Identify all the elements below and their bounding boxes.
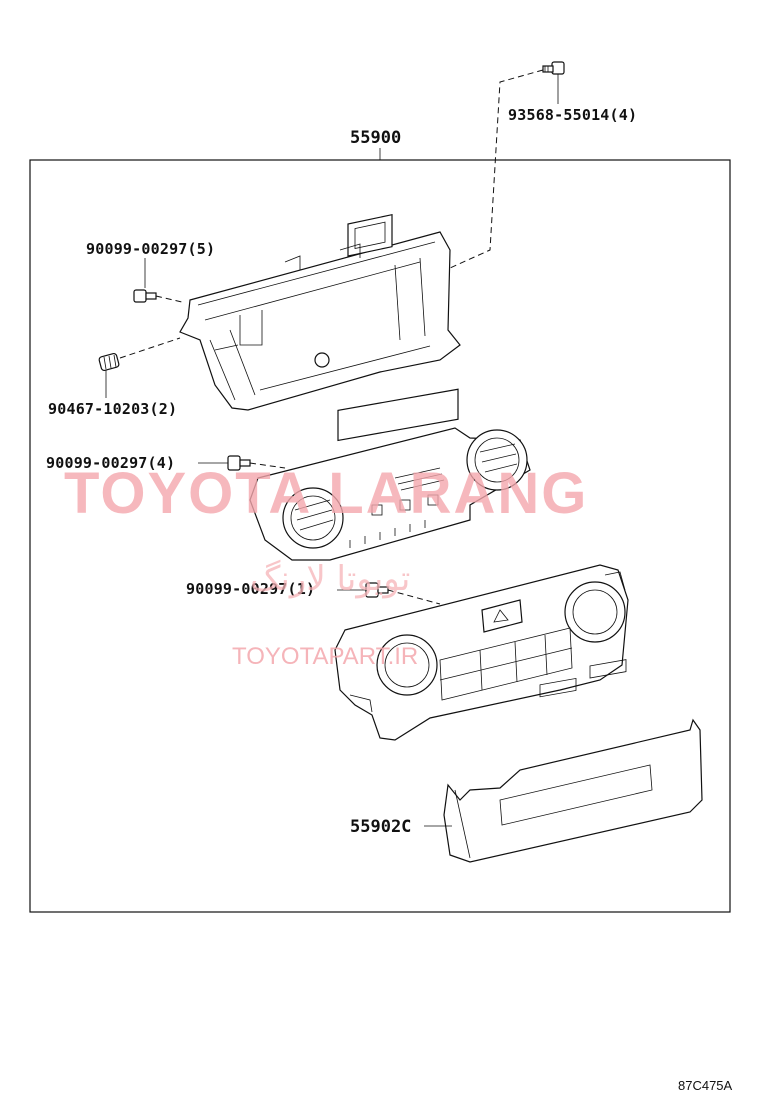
top-bolt-label: 93568-55014(4): [508, 106, 637, 124]
panel-screw-b-label: 90099-00297(1): [186, 580, 315, 598]
control-board: [249, 388, 531, 561]
trim-bezel: [443, 659, 703, 863]
frame-screw-icon: [133, 289, 157, 303]
assembly-number-label: 55900: [350, 128, 401, 148]
top-bolt-icon: [542, 61, 565, 75]
watermark-site: TOYOTAPART.IR: [232, 643, 418, 670]
clip-icon: [98, 352, 120, 372]
bezel-label: 55902C: [350, 817, 411, 837]
frame-screw-label: 90099-00297(5): [86, 240, 215, 258]
clip-label: 90467-10203(2): [48, 400, 177, 418]
front-control-panel: [334, 564, 629, 741]
mounting-frame: [179, 213, 461, 411]
diagram-code: 87C475A: [678, 1078, 733, 1093]
watermark-persian: تويوتا لارنگ: [250, 559, 410, 599]
watermark-main: TOYOTA LARANG: [64, 461, 588, 526]
panel-screw-a-label: 90099-00297(4): [46, 454, 175, 472]
